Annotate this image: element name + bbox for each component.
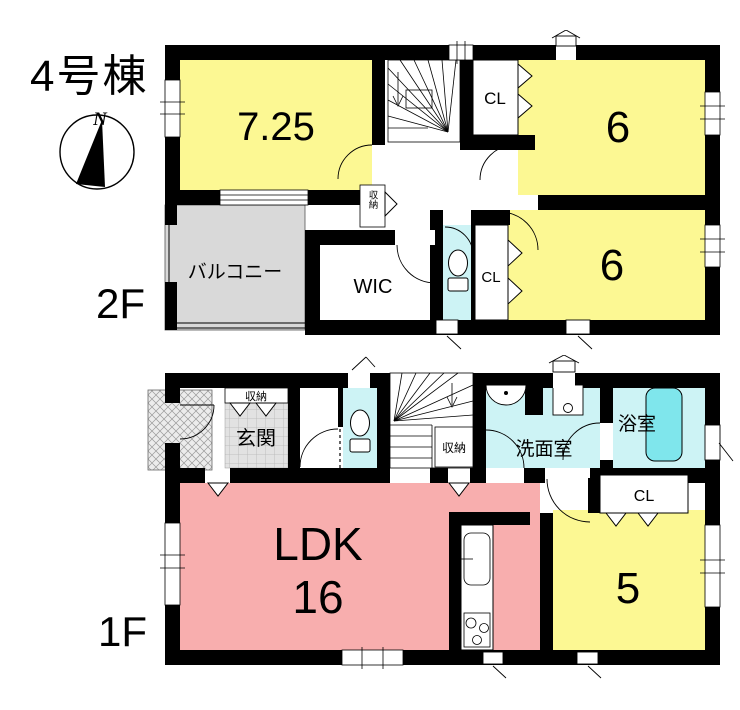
sink-icon [485, 384, 527, 406]
room-6-bottom [508, 210, 705, 320]
bathtub-icon [645, 387, 683, 462]
floor2-plan: 7.25 CL 6 6 収納 WIC CL バルコニー [160, 30, 725, 350]
folding-door-icon [636, 512, 660, 527]
closet-shuno-2f [359, 184, 398, 228]
wic-door-gap [395, 230, 435, 245]
room-label: 収納 [442, 441, 466, 455]
vent-icon [447, 482, 471, 497]
room-label: 5 [616, 564, 640, 613]
stairs-down-icon [387, 59, 461, 143]
floor1-plan: 収納 玄関 収納 洗面室 浴室 CL LDK 16 5 [147, 355, 734, 679]
room-label: CL [484, 89, 506, 108]
room-label: CL [634, 488, 655, 505]
closet-cl-1f [599, 474, 689, 527]
vent-icon [576, 651, 602, 679]
compass-circle [59, 114, 135, 190]
closet-cl-bottom [474, 224, 523, 321]
folding-door-icon [604, 512, 628, 527]
folding-door-icon [384, 190, 398, 218]
room-label: 7.25 [237, 105, 315, 149]
folding-door-icon [228, 402, 252, 417]
building-title: 4号棟 [30, 52, 149, 101]
closet-shuno-stairs [434, 426, 474, 468]
room-label: 収納 [245, 390, 267, 403]
closet-cl-top [472, 59, 533, 136]
floor1-label: 1F [98, 608, 148, 655]
folding-door-icon [254, 402, 278, 417]
vent-icon [565, 319, 593, 350]
kitchen-counter [460, 524, 494, 651]
north-label: N [92, 109, 108, 130]
room-6-top [518, 60, 705, 195]
windows-2f [160, 41, 725, 268]
vent-icon [206, 482, 230, 497]
windows-1f [160, 522, 725, 669]
washer-pan-icon [552, 384, 584, 416]
compass-icon: N [59, 109, 135, 190]
room-label: WIC [354, 276, 393, 298]
toilet-icon [349, 409, 371, 453]
balcony [164, 204, 306, 331]
room-label: LDK [273, 518, 363, 570]
room-5 [553, 510, 705, 650]
folding-door-icon [517, 62, 533, 90]
room-label: CL [481, 269, 500, 286]
door-arcs-2f [337, 144, 539, 284]
vent-icon [435, 319, 462, 350]
closet-entry [224, 387, 289, 417]
room-label: バルコニー [188, 262, 283, 283]
vent-icon [551, 30, 581, 60]
room-label: 6 [606, 103, 630, 152]
folding-door-icon [507, 276, 523, 306]
folding-door-icon [507, 238, 523, 268]
toilet-door-gap [443, 210, 471, 225]
vent-icon [348, 356, 376, 388]
room-label: 玄関 [236, 427, 276, 450]
floor2-label: 2F [96, 280, 146, 327]
vent-icon [548, 355, 580, 388]
folding-door-icon [517, 92, 533, 120]
room-label: 収納 [367, 189, 379, 210]
compass-needle [76, 120, 105, 187]
vent-icon [482, 651, 507, 679]
toilet-icon [447, 249, 469, 292]
room-label: 6 [600, 241, 624, 290]
room-label: 浴室 [618, 413, 656, 435]
vent-icon [704, 424, 734, 462]
room-label: 洗面室 [515, 438, 572, 460]
stove-icon [463, 612, 491, 648]
room-label: 16 [292, 571, 343, 623]
door-arcs-1f [179, 404, 601, 523]
